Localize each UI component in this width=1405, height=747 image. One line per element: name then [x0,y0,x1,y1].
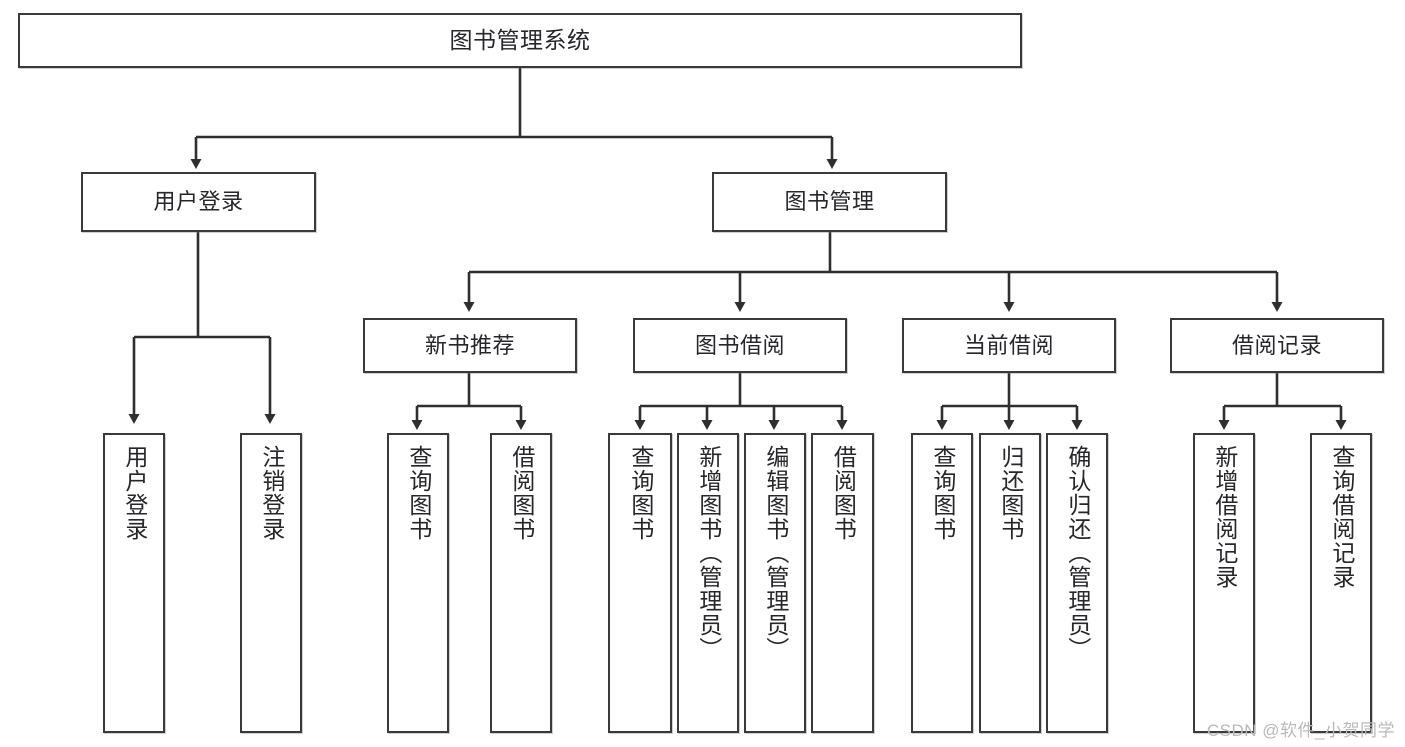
node-label: 用户登录 [121,445,148,541]
leaf-add-borrow-record[interactable]: 新增借阅记录 [1193,433,1255,733]
leaf-user-login[interactable]: 用户登录 [103,433,165,733]
node-user-login[interactable]: 用户登录 [81,172,316,232]
node-book-management[interactable]: 图书管理 [712,172,947,232]
node-label: 归还图书 [997,445,1024,541]
leaf-confirm-return-admin[interactable]: 确认归还（管理员） [1046,433,1108,733]
node-label: 新增图书（管理员） [695,445,722,661]
node-label: 新书推荐 [424,332,515,358]
csdn-watermark: CSDN @软件_小贺同学 [1206,721,1395,740]
node-label: 借阅记录 [1231,332,1322,358]
node-label: 当前借阅 [963,332,1054,358]
node-label: 查询图书 [929,445,956,541]
leaf-query-borrow-record[interactable]: 查询借阅记录 [1310,433,1372,733]
node-label: 图书借阅 [694,332,785,358]
node-current-borrow[interactable]: 当前借阅 [902,318,1116,373]
node-label: 借阅图书 [508,445,535,541]
leaf-query-book-borrow[interactable]: 查询图书 [608,433,672,733]
node-new-book-recommend[interactable]: 新书推荐 [363,318,577,373]
leaf-add-book-admin[interactable]: 新增图书（管理员） [677,433,739,733]
node-label: 查询图书 [627,445,654,541]
node-label: 用户登录 [153,189,244,215]
leaf-logout[interactable]: 注销登录 [240,433,302,733]
node-label: 查询图书 [405,445,432,541]
node-label: 确认归还（管理员） [1064,445,1091,661]
leaf-edit-book-admin[interactable]: 编辑图书（管理员） [744,433,806,733]
node-label: 编辑图书（管理员） [762,445,789,661]
node-book-borrow[interactable]: 图书借阅 [633,318,847,373]
node-label: 借阅图书 [830,445,857,541]
node-borrow-record[interactable]: 借阅记录 [1170,318,1384,373]
leaf-return-book[interactable]: 归还图书 [979,433,1041,733]
leaf-query-book-current[interactable]: 查询图书 [911,433,973,733]
leaf-borrow-book[interactable]: 借阅图书 [811,433,874,733]
node-label: 查询借阅记录 [1328,445,1355,589]
node-label: 图书管理系统 [449,26,591,53]
leaf-query-book-newbook[interactable]: 查询图书 [387,433,449,733]
node-label: 新增借阅记录 [1211,445,1238,589]
leaf-borrow-book-newbook[interactable]: 借阅图书 [490,433,552,733]
node-label: 注销登录 [258,445,285,541]
node-root-system[interactable]: 图书管理系统 [18,13,1022,68]
node-label: 图书管理 [784,189,875,215]
